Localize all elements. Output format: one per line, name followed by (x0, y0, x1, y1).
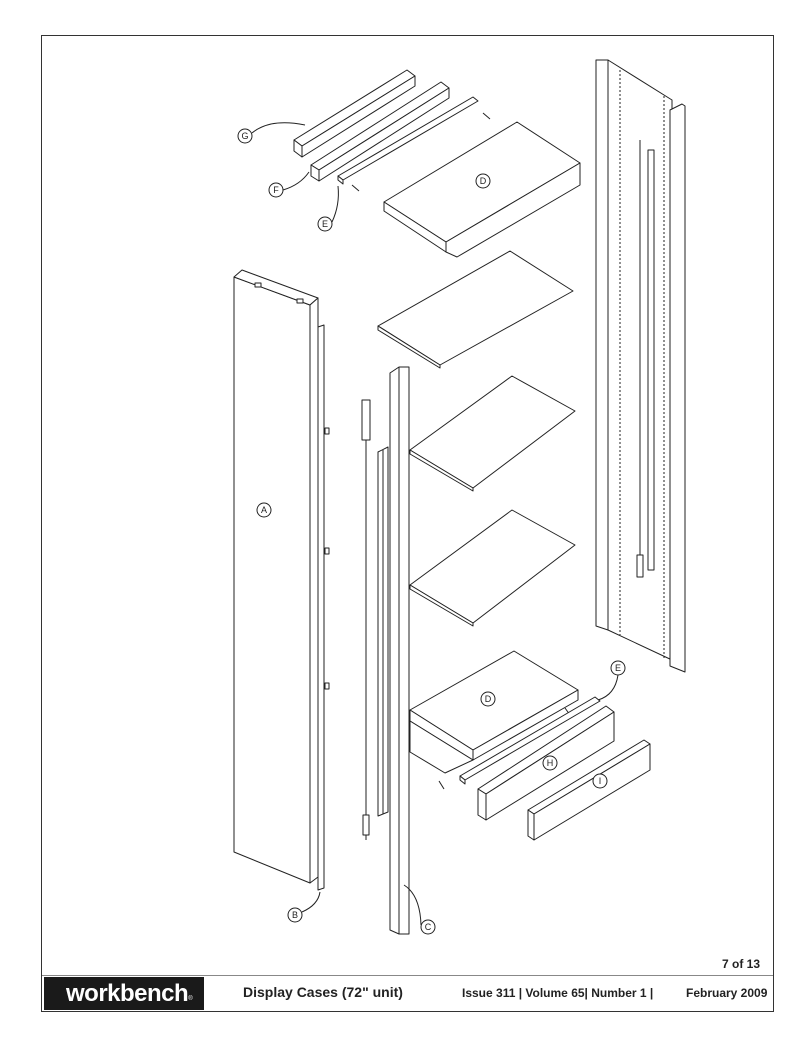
callout-f: F (273, 185, 279, 195)
footer-date: February 2009 (686, 986, 768, 1000)
footer-issue: Issue 311 | Volume 65| Number 1 | (462, 986, 654, 1000)
page-number: 7 of 13 (721, 957, 760, 971)
page-frame (41, 35, 774, 1012)
callout-e-bottom: E (615, 663, 621, 673)
glass-shelf (409, 375, 576, 492)
footer-title: Display Cases (72" unit) (243, 984, 403, 1000)
part-g-top-rail (293, 69, 416, 158)
callout-a: A (261, 505, 267, 515)
callout-b: B (292, 910, 298, 920)
part-d-top-panel (383, 121, 581, 258)
part-c-post (389, 366, 410, 935)
brand-logo: workbench® (44, 977, 204, 1010)
shelf-channel (377, 446, 389, 817)
footer-divider (42, 975, 773, 976)
callout-g: G (241, 131, 248, 141)
part-i-rail (527, 739, 651, 841)
callout-h: H (547, 758, 554, 768)
glass-shelf (409, 509, 576, 627)
part-b-strip (317, 324, 325, 891)
brand-name: workbench (66, 980, 189, 1007)
brand-mark: ® (188, 996, 193, 1002)
callout-d-bottom: D (485, 694, 492, 704)
part-a-side-panel (233, 269, 330, 884)
adjustment-rod (361, 399, 371, 840)
glass-shelf (377, 250, 574, 369)
callout-e-top: E (322, 219, 328, 229)
part-e-strip-bottom (459, 696, 601, 785)
right-side-panel (595, 59, 686, 673)
callout-d-top: D (480, 176, 487, 186)
part-f-rail (310, 81, 450, 182)
callout-c: C (425, 922, 432, 932)
part-e-strip-top (337, 96, 479, 185)
callout-circles (237, 128, 626, 935)
leader-arrows (251, 122, 619, 926)
callout-i: I (599, 776, 602, 786)
